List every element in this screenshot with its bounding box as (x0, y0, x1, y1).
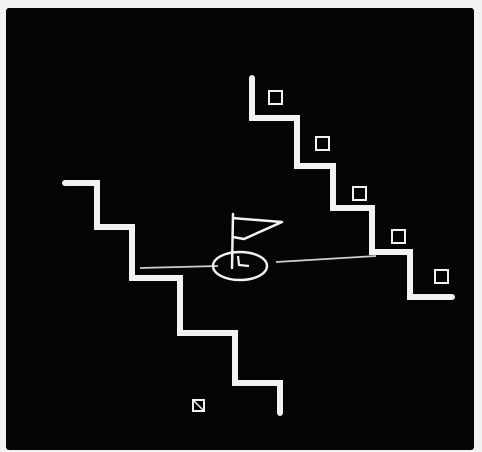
target-square-5 (435, 270, 448, 283)
target-square-1 (269, 91, 282, 104)
aim-line (140, 256, 376, 268)
target-square-4 (392, 230, 405, 243)
ball-marker (193, 400, 204, 411)
target-square-2 (316, 137, 329, 150)
left-staircase-wall (65, 183, 280, 413)
flag-icon (232, 214, 282, 268)
target-square-3 (353, 187, 366, 200)
